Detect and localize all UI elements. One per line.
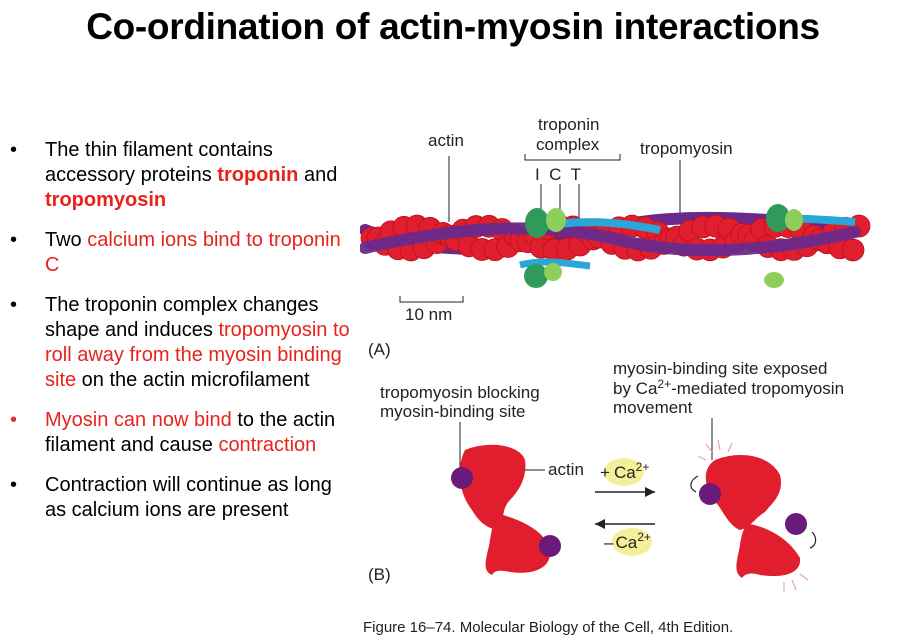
- bullet-text-segment: to the actin filament and cause: [45, 409, 336, 456]
- label-exposed-3: movement: [613, 398, 693, 417]
- bullet-text-segment: contraction: [218, 434, 317, 456]
- label-actin-top: actin: [428, 131, 464, 150]
- bullet-text-segment: tropomyosin to roll away from the myosin…: [45, 319, 350, 391]
- bullet-text-segment: troponin: [217, 164, 299, 186]
- panel-a-label: (A): [368, 340, 391, 359]
- calcium-highlight-reverse: [612, 528, 652, 556]
- tropomyosin-moved: [699, 483, 721, 505]
- scale-bar: [399, 296, 464, 303]
- label-exposed-2: by Ca2+-mediated tropomyosin: [613, 377, 844, 398]
- troponin-i: [525, 208, 549, 238]
- actin-myosin-figure: actin troponin complex I C T tropomyosin…: [360, 115, 871, 592]
- bullet-item: Contraction will continue as long as cal…: [10, 473, 355, 523]
- bullet-text-segment: and: [298, 164, 338, 186]
- bullet-item: Myosin can now bind to the actin filamen…: [10, 408, 355, 458]
- label-tropomyosin: tropomyosin: [640, 139, 733, 158]
- thin-filament: [360, 204, 871, 288]
- bullet-item: The thin filament contains accessory pro…: [10, 138, 355, 213]
- bullet-item: The troponin complex changes shape and i…: [10, 293, 355, 393]
- label-troponin-subunits: I C T: [535, 165, 581, 184]
- label-blocking-2: myosin-binding site: [380, 402, 526, 421]
- bullet-text-segment: on the actin microfilament: [76, 369, 310, 391]
- panel-b-label: (B): [368, 565, 391, 584]
- actin-monomer: [841, 238, 865, 262]
- bullet-text-segment: tropomyosin: [45, 189, 167, 211]
- label-actin-mid: actin: [548, 460, 584, 479]
- bullet-item: Two calcium ions bind to troponin C: [10, 228, 355, 278]
- slide-title: Co-ordination of actin-myosin interactio…: [86, 6, 820, 47]
- actin-exposed-state: [690, 439, 817, 592]
- bullet-text-segment: Two: [45, 229, 88, 251]
- figure-caption: Figure 16–74. Molecular Biology of the C…: [363, 619, 734, 636]
- label-blocking-1: tropomyosin blocking: [380, 383, 540, 402]
- scale-label: 10 nm: [405, 305, 452, 324]
- forward-ca-label: +Ca2+: [600, 460, 649, 482]
- bullet-text-segment: calcium ions bind to troponin C: [45, 229, 341, 276]
- bullet-text-segment: Contraction will continue as long as cal…: [45, 474, 332, 521]
- tropomyosin-blocking: [451, 467, 473, 489]
- bullet-text-segment: Myosin can now bind: [45, 409, 232, 431]
- reverse-ca-label: –Ca2+: [604, 530, 651, 552]
- label-exposed-1: myosin-binding site exposed: [613, 359, 828, 378]
- troponin-i-right: [766, 204, 790, 232]
- calcium-highlight-forward: [604, 458, 644, 486]
- label-complex: complex: [536, 135, 600, 154]
- troponin-c: [546, 208, 566, 232]
- actin-blocked-state: [451, 444, 561, 575]
- bullet-list: The thin filament contains accessory pro…: [10, 138, 355, 538]
- bullet-text-segment: The troponin complex changes shape and i…: [45, 294, 319, 341]
- bullet-text-segment: The thin filament contains accessory pro…: [45, 139, 273, 186]
- label-troponin: troponin: [538, 115, 599, 134]
